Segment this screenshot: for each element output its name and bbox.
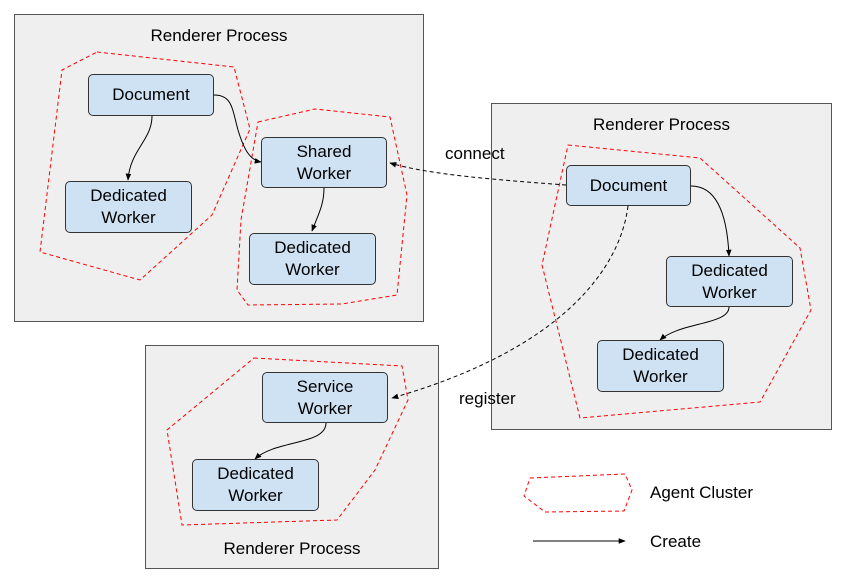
dedicated-worker-node: Dedicated Worker [65,181,192,233]
create-arrow [125,115,153,181]
legend-agent-cluster-icon [523,473,633,513]
register-label: register [459,389,516,408]
create-arrow [254,422,327,460]
create-arrow [213,94,262,164]
agent-cluster-outline [541,144,812,419]
dedicated-worker-node: Dedicated Worker [597,340,724,392]
document-node: Document [88,74,214,116]
create-arrow [659,306,730,341]
process-title: Renderer Process [592,115,730,134]
shared-worker-node: Shared Worker [261,137,387,188]
document-node: Document [566,165,691,206]
connect-arrow [389,162,567,186]
dedicated-worker-node: Dedicated Worker [249,233,376,285]
connect-label: connect [445,144,505,163]
dedicated-worker-node: Dedicated Worker [666,256,793,307]
create-arrow [690,185,732,257]
register-arrow [391,205,629,399]
process-title: Renderer Process [223,539,361,558]
service-worker-node: Service Worker [262,372,388,423]
dedicated-worker-node: Dedicated Worker [192,459,319,511]
create-arrow [311,187,325,232]
legend-create-label: Create [650,532,702,551]
process-title: Renderer Process [150,26,288,45]
legend-agent-cluster-label: Agent Cluster [650,483,753,502]
agent-cluster-outline [39,51,251,281]
